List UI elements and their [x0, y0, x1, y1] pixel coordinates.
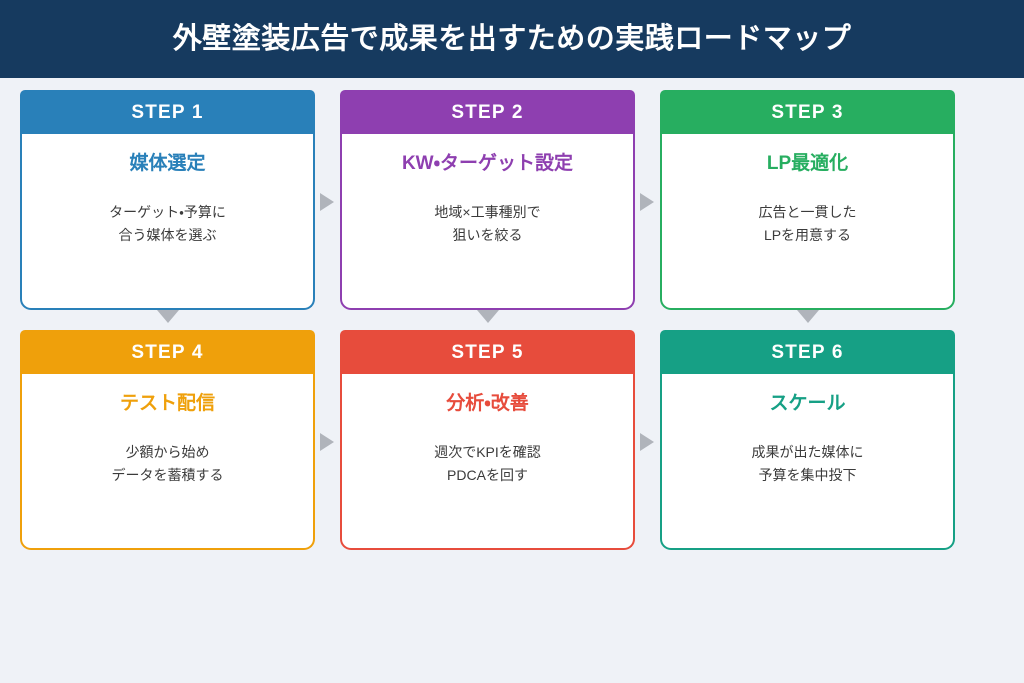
- step-card-3-description: 広告と一貫した LPを用意する: [662, 201, 953, 246]
- step-card-2-header: STEP 2: [340, 90, 635, 134]
- step-card-2-title: KW・ターゲット設定: [401, 153, 574, 174]
- step-card-2-description-line-1: 地域×工事種別で: [434, 203, 541, 220]
- step-card-1-description: ターゲット・予算に 合う媒体を選ぶ: [22, 201, 313, 246]
- roadmap-board: STEP 1 媒体選定 ターゲット・予算に 合う媒体を選ぶ STEP 2 KW・…: [0, 78, 1024, 683]
- triangle-right-icon: [640, 433, 654, 451]
- step-card-1-badge: STEP 1: [131, 101, 204, 123]
- step-card-4[interactable]: STEP 4 テスト配信 少額から始め データを蓄積する: [20, 330, 315, 550]
- step-card-6-description-line-1: 成果が出た媒体に: [751, 443, 864, 460]
- step-card-5-header: STEP 5: [340, 330, 635, 374]
- page-title: 外壁塗装広告で成果を出すための実践ロードマップ: [172, 22, 852, 55]
- step-card-4-header: STEP 4: [20, 330, 315, 374]
- triangle-right-icon: [320, 433, 334, 451]
- step-card-6-description: 成果が出た媒体に 予算を集中投下: [662, 441, 953, 486]
- triangle-right-icon: [640, 193, 654, 211]
- step-card-1-description-line-2: 合う媒体を選ぶ: [118, 226, 217, 243]
- step-card-3-body: LP最適化 広告と一貫した LPを用意する: [660, 134, 955, 310]
- step-card-6-title: スケール: [769, 393, 846, 414]
- step-card-2[interactable]: STEP 2 KW・ターゲット設定 地域×工事種別で 狙いを絞る: [340, 90, 635, 310]
- step-card-5-description-line-2: PDCAを回す: [447, 466, 528, 483]
- step-card-3-description-line-2: LPを用意する: [763, 226, 852, 243]
- step-card-5-title: 分析・改善: [446, 393, 529, 414]
- step-card-1[interactable]: STEP 1 媒体選定 ターゲット・予算に 合う媒体を選ぶ: [20, 90, 315, 310]
- step-card-4-title: テスト配信: [119, 393, 215, 414]
- step-card-1-header: STEP 1: [20, 90, 315, 134]
- step-card-5-description: 週次でKPIを確認 PDCAを回す: [342, 441, 633, 486]
- step-card-6-body: スケール 成果が出た媒体に 予算を集中投下: [660, 374, 955, 550]
- step-card-5-body: 分析・改善 週次でKPIを確認 PDCAを回す: [340, 374, 635, 550]
- step-card-3-badge: STEP 3: [771, 101, 844, 123]
- step-card-2-body: KW・ターゲット設定 地域×工事種別で 狙いを絞る: [340, 134, 635, 310]
- step-card-6-description-line-2: 予算を集中投下: [758, 466, 857, 483]
- step-card-2-description-line-2: 狙いを絞る: [452, 226, 523, 243]
- step-card-4-description: 少額から始め データを蓄積する: [22, 441, 313, 486]
- step-card-6[interactable]: STEP 6 スケール 成果が出た媒体に 予算を集中投下: [660, 330, 955, 550]
- page-header: 外壁塗装広告で成果を出すための実践ロードマップ: [0, 0, 1024, 78]
- triangle-down-icon: [157, 310, 179, 323]
- step-card-1-body: 媒体選定 ターゲット・予算に 合う媒体を選ぶ: [20, 134, 315, 310]
- step-card-3-description-line-1: 広告と一貫した: [758, 203, 857, 220]
- step-card-4-description-line-1: 少額から始め: [125, 443, 210, 460]
- triangle-down-icon: [797, 310, 819, 323]
- step-card-3[interactable]: STEP 3 LP最適化 広告と一貫した LPを用意する: [660, 90, 955, 310]
- step-card-3-header: STEP 3: [660, 90, 955, 134]
- triangle-down-icon: [477, 310, 499, 323]
- step-card-2-badge: STEP 2: [451, 101, 524, 123]
- step-card-5[interactable]: STEP 5 分析・改善 週次でKPIを確認 PDCAを回す: [340, 330, 635, 550]
- step-card-3-title: LP最適化: [766, 153, 849, 174]
- step-card-1-description-line-1: ターゲット・予算に: [109, 203, 226, 220]
- step-card-5-badge: STEP 5: [451, 341, 524, 363]
- roadmap-row-top: STEP 1 媒体選定 ターゲット・予算に 合う媒体を選ぶ STEP 2 KW・…: [0, 90, 1024, 310]
- step-card-2-description: 地域×工事種別で 狙いを絞る: [342, 201, 633, 246]
- step-card-5-description-line-1: 週次でKPIを確認: [434, 443, 541, 460]
- step-card-4-description-line-2: データを蓄積する: [111, 466, 224, 483]
- triangle-right-icon: [320, 193, 334, 211]
- roadmap-row-bottom: STEP 4 テスト配信 少額から始め データを蓄積する STEP 5 分析・改…: [0, 330, 1024, 550]
- step-card-1-title: 媒体選定: [129, 153, 206, 174]
- step-card-6-header: STEP 6: [660, 330, 955, 374]
- step-card-4-badge: STEP 4: [131, 341, 204, 363]
- step-card-6-badge: STEP 6: [771, 341, 844, 363]
- step-card-4-body: テスト配信 少額から始め データを蓄積する: [20, 374, 315, 550]
